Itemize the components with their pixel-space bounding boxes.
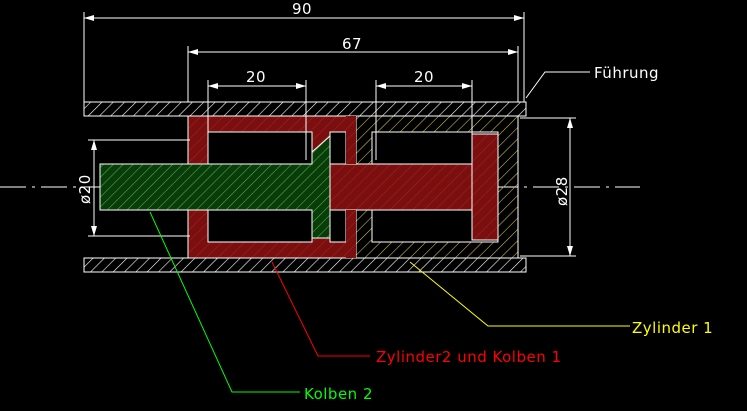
- dim-cylinder-length: 67: [342, 35, 362, 53]
- dim-outer-diameter: ø28: [553, 176, 571, 206]
- leader-lines: [149, 71, 630, 393]
- dimension-arrows: [84, 15, 573, 256]
- dim-inner-diameter: ø20: [76, 174, 94, 204]
- label-piston2: Kolben 2: [304, 385, 373, 403]
- dim-overall-length: 90: [292, 0, 312, 18]
- label-cylinder2-piston1: Zylinder2 und Kolben 1: [376, 348, 562, 366]
- guide-part: [83, 101, 527, 273]
- dim-slot-right: 20: [414, 68, 434, 86]
- piston2-part: [99, 134, 331, 239]
- label-guide: Führung: [594, 64, 659, 82]
- dimension-lines: [83, 12, 576, 257]
- dim-slot-left: 20: [246, 68, 266, 86]
- label-cylinder1: Zylinder 1: [632, 319, 713, 337]
